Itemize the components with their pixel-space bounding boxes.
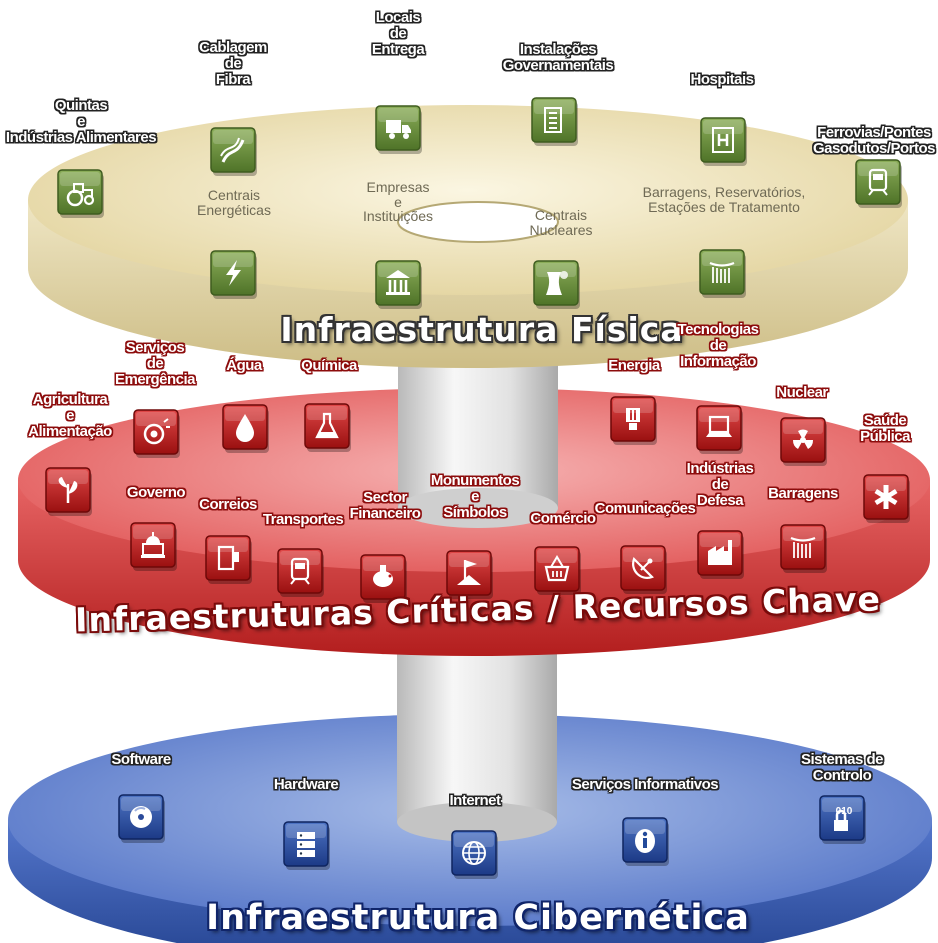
factory-icon <box>697 530 744 579</box>
medical-star-icon <box>863 474 910 523</box>
label-comunicacoes: Comunicações <box>594 500 696 517</box>
laptop-icon <box>696 405 743 454</box>
cyber-layer-title: Infraestrutura Cibernética <box>206 898 750 938</box>
label-sistemas-controlo: Sistemas de Controlo <box>800 751 884 784</box>
government-building-icon <box>531 97 578 146</box>
flask-icon <box>304 403 351 452</box>
label-comercio: Comércio <box>530 510 596 527</box>
delivery-truck-icon <box>375 105 422 154</box>
label-saude: Saúde Pública <box>860 412 910 445</box>
capitol-icon <box>130 522 177 571</box>
label-barragens: Barragens <box>768 485 838 502</box>
server-icon <box>283 821 330 870</box>
label-hospitais: Hospitais <box>690 71 754 88</box>
siren-icon <box>133 409 180 458</box>
cd-icon <box>118 794 165 843</box>
label-cablagem: Cablagem de Fibra <box>199 39 267 88</box>
globe-icon <box>451 830 498 879</box>
bank-icon <box>375 260 422 309</box>
info-icon <box>622 817 669 866</box>
radiation-icon <box>780 417 827 466</box>
lock-binary-icon: 010 <box>819 795 866 844</box>
cooling-tower-icon <box>533 260 580 309</box>
label-servicos-emergencia: Serviços de Emergência <box>114 339 196 388</box>
label-hardware: Hardware <box>273 776 339 793</box>
hospital-icon <box>700 117 747 166</box>
label-software: Software <box>111 751 171 768</box>
shopping-basket-icon <box>534 546 581 595</box>
dam-icon <box>699 249 746 298</box>
dam-icon <box>780 524 827 573</box>
label-agricultura: Agricultura e Alimentação <box>28 391 112 440</box>
label-internet: Internet <box>449 792 501 809</box>
lightning-icon <box>210 250 257 299</box>
mailbox-icon <box>205 535 252 584</box>
label-sector-financeiro: Sector Financeiro <box>349 489 421 522</box>
label-centrais-nucleares: Centrais Nucleares <box>529 207 593 238</box>
icons-layer: 010 <box>45 97 910 879</box>
monument-flag-icon <box>446 550 493 599</box>
piggy-bank-icon <box>360 554 407 603</box>
label-tecnologias: Tecnologias de Informação <box>677 321 759 370</box>
label-governo: Governo <box>126 484 186 501</box>
label-locais-entrega: Locais de Entrega <box>371 9 425 58</box>
binary-digits: 010 <box>836 806 853 817</box>
physical-layer-title: Infraestrutura Física <box>280 310 684 349</box>
label-empresas: Empresas e Instituições <box>362 179 434 225</box>
label-transportes: Transportes <box>262 511 344 528</box>
train-icon <box>277 548 324 597</box>
label-servicos-informativos: Serviços Informativos <box>571 776 719 793</box>
label-quintas: Quintas e Indústrias Alimentares <box>5 97 157 146</box>
label-industrias-defesa: Indústrias de Defesa <box>686 460 754 509</box>
light-bulb-icon <box>610 396 657 445</box>
label-quimica: Química <box>301 357 357 374</box>
label-instalacoes: Instalações Governamentais <box>502 41 614 74</box>
plant-icon <box>45 467 92 516</box>
label-barragens-reservatorios: Barragens, Reservatórios, Estações de Tr… <box>642 184 806 215</box>
label-energia: Energia <box>608 357 660 374</box>
train-icon <box>855 159 902 208</box>
label-correios: Correios <box>199 496 257 513</box>
tractor-icon <box>57 169 104 218</box>
satellite-dish-icon <box>620 545 667 594</box>
label-monumentos: Monumentos e Símbolos <box>430 472 520 521</box>
label-centrais-energeticas: Centrais Energéticas <box>197 187 271 218</box>
water-drop-icon <box>222 404 269 453</box>
label-nuclear: Nuclear <box>776 384 828 401</box>
label-ferrovias: Ferrovias/Pontes Gasodutos/Portos <box>812 124 936 157</box>
label-agua: Água <box>226 357 262 374</box>
fiber-cable-icon <box>210 127 257 176</box>
